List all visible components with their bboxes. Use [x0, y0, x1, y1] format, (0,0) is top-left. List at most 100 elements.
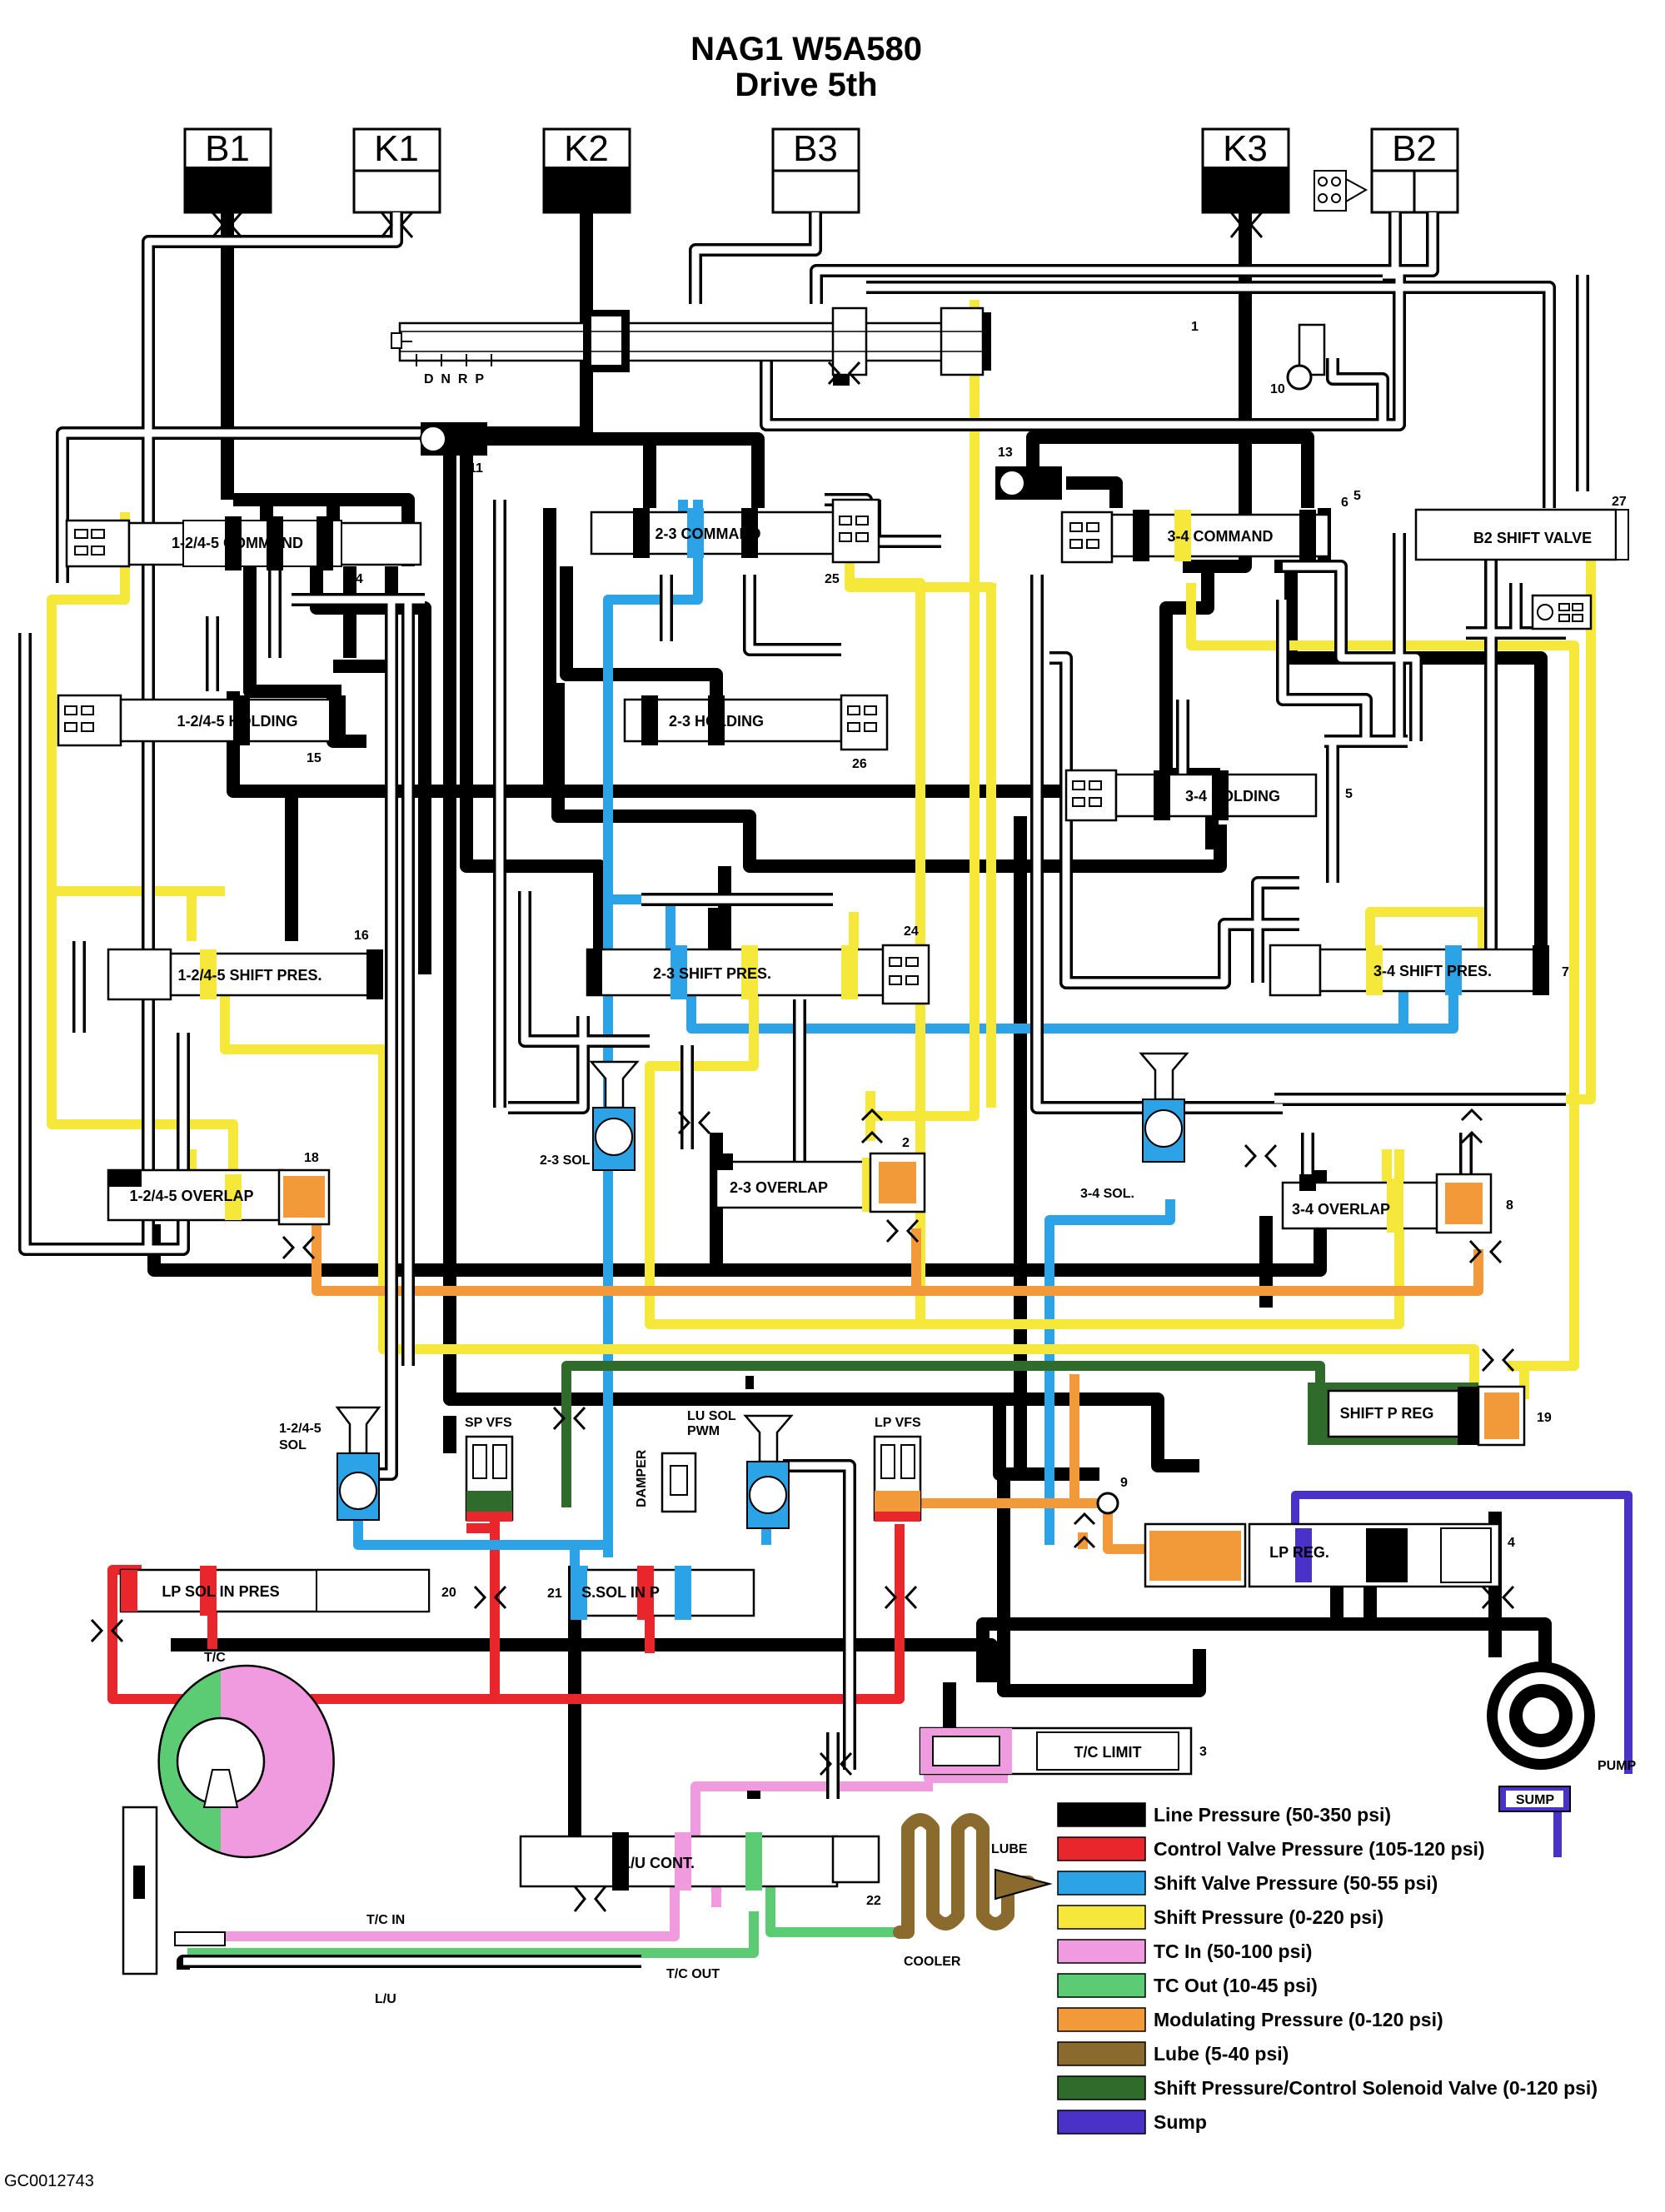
- solenoid-23: 2-3 SOL: [540, 1060, 640, 1171]
- clutch-k1-label: K1: [374, 128, 419, 169]
- spring-icon: [889, 957, 919, 985]
- spring-icon: [74, 529, 105, 555]
- legend-item: Shift Valve Pressure (50-55 psi): [1057, 1871, 1438, 1896]
- clutch-b1: B1: [183, 127, 272, 214]
- lube-passages: [893, 1813, 1035, 1939]
- legend: Line Pressure (50-350 psi) Control Valve …: [1057, 1802, 1598, 2135]
- legend-label: Lube (5-40 psi): [1154, 2043, 1289, 2065]
- valve-34-shift-pres: 3-4 SHIFT PRES. 7: [1269, 944, 1569, 997]
- clutch-b2: B2: [1370, 127, 1459, 214]
- valve-34-overlap: 3-4 OVERLAP 8: [1281, 1173, 1513, 1234]
- valve-b2-shift-label: B2 SHIFT VALVE: [1473, 530, 1592, 546]
- valve-shift-p-reg: SHIFT P REG 19: [1308, 1382, 1552, 1447]
- legend-item: TC Out (10-45 psi): [1057, 1973, 1318, 1998]
- valve-34-shift-pres-label: 3-4 SHIFT PRES.: [1373, 963, 1492, 979]
- legend-swatch: [1057, 1836, 1146, 1861]
- spring-icon: [847, 705, 877, 732]
- exhaust-passages: [18, 212, 1589, 1970]
- legend-item: TC In (50-100 psi): [1057, 1939, 1312, 1964]
- check-ball-10: 10: [1270, 323, 1326, 396]
- cooler-label: COOLER: [904, 1955, 961, 1969]
- legend-item: Shift Pressure/Control Solenoid Valve (0…: [1057, 2075, 1598, 2100]
- valve-34-command-label: 3-4 COMMAND: [1167, 528, 1273, 545]
- valve-1245-shift-pres: 1-2/4-5 SHIFT PRES. 16: [107, 929, 383, 1001]
- num-18: 18: [304, 1151, 319, 1165]
- damper-label: DAMPER: [635, 1449, 649, 1507]
- num-13: 13: [998, 446, 1013, 460]
- legend-swatch: [1057, 2041, 1146, 2066]
- valve-23-command-label: 2-3 COMMAND: [655, 526, 760, 542]
- spring-icon: [1069, 522, 1099, 549]
- clutch-k2-label: K2: [564, 128, 609, 169]
- orifice-marks: [90, 212, 1515, 1912]
- lp-vfs-solenoid: LP VFS: [873, 1416, 922, 1522]
- modulating-pressure-passages: [312, 1224, 1483, 1554]
- legend-swatch: [1057, 1871, 1146, 1896]
- solenoid-1245: 1-2/4-5 SOL: [279, 1406, 381, 1521]
- valve-lp-sol-in-pres: LP SOL IN PRES 20: [119, 1566, 456, 1616]
- lube-arrow-icon: [995, 1868, 1053, 1901]
- clutch-b3-label: B3: [793, 128, 838, 169]
- valve-tc-limit: T/C LIMIT 3: [919, 1726, 1207, 1776]
- title-line2: Drive 5th: [735, 67, 877, 103]
- valve-lu-cont: L/U CONT. 22: [519, 1832, 881, 1908]
- selector-positions: D N R P: [424, 372, 484, 386]
- num-7: 7: [1562, 965, 1569, 979]
- valve-1245-shift-pres-label: 1-2/4-5 SHIFT PRES.: [177, 967, 322, 984]
- spring-icon: [1072, 780, 1102, 807]
- num-5a: 5: [1353, 489, 1361, 503]
- torque-converter: T/C: [122, 1651, 335, 1975]
- num-10: 10: [1270, 382, 1285, 396]
- num-24: 24: [904, 924, 919, 939]
- legend-item: Line Pressure (50-350 psi): [1057, 1802, 1391, 1827]
- solenoid-34-label: 3-4 SOL.: [1080, 1187, 1134, 1201]
- valve-1245-command: 1-2/4-5 COMMAND 14: [65, 516, 422, 586]
- b2-accumulator-icon: [1314, 170, 1368, 212]
- valve-23-shift-pres-label: 2-3 SHIFT PRES.: [653, 965, 771, 982]
- legend-label: TC In (50-100 psi): [1154, 1940, 1312, 1962]
- valve-1245-overlap-label: 1-2/4-5 OVERLAP: [129, 1188, 253, 1204]
- legend-item: Control Valve Pressure (105-120 psi): [1057, 1836, 1485, 1861]
- clutch-b1-label: B1: [205, 128, 250, 169]
- legend-swatch: [1057, 2110, 1146, 2135]
- tc-out-label: T/C OUT: [666, 1967, 720, 1981]
- legend-label: Shift Valve Pressure (50-55 psi): [1154, 1872, 1438, 1894]
- valve-1245-command-label: 1-2/4-5 COMMAND: [172, 535, 303, 551]
- check-ball-11: 11: [420, 422, 487, 476]
- clutch-b3: B3: [771, 127, 860, 214]
- clutch-k3-label: K3: [1223, 128, 1268, 169]
- legend-label: TC Out (10-45 psi): [1154, 1975, 1318, 1996]
- legend-item: Modulating Pressure (0-120 psi): [1057, 2007, 1443, 2032]
- damper-icon: DAMPER: [635, 1449, 697, 1513]
- clutch-k2: K2: [542, 127, 631, 214]
- sp-vfs-solenoid: SP VFS: [465, 1416, 514, 1522]
- num-5b: 5: [1345, 787, 1353, 801]
- legend-label: Shift Pressure (0-220 psi): [1154, 1906, 1383, 1928]
- clutch-k3: K3: [1201, 127, 1290, 214]
- legend-swatch: [1057, 1905, 1146, 1930]
- legend-label: Sump: [1154, 2111, 1207, 2133]
- valve-s-sol-in-p-label: S.SOL IN P: [581, 1584, 660, 1601]
- num-20: 20: [441, 1586, 456, 1600]
- num-2: 2: [902, 1136, 910, 1150]
- sp-vfs-label: SP VFS: [465, 1416, 512, 1430]
- valve-23-shift-pres: 2-3 SHIFT PRES. 24: [586, 924, 930, 1005]
- num-14: 14: [348, 572, 363, 586]
- valve-b2-shift: B2 SHIFT VALVE 27: [1414, 495, 1629, 561]
- legend-label: Modulating Pressure (0-120 psi): [1154, 2009, 1443, 2030]
- valve-23-holding: 2-3 HOLDING 26: [623, 694, 889, 771]
- num-4: 4: [1508, 1536, 1515, 1550]
- num-25: 25: [825, 572, 840, 586]
- valve-1245-holding: 1-2/4-5 HOLDING 15: [57, 694, 346, 765]
- shift-pressure-passages: [47, 300, 1596, 1407]
- check-ball-9: 9: [1096, 1476, 1128, 1515]
- num-8: 8: [1506, 1198, 1513, 1213]
- num-19: 19: [1537, 1411, 1552, 1425]
- clutch-b2-label: B2: [1392, 128, 1437, 169]
- valve-1245-holding-label: 1-2/4-5 HOLDING: [177, 713, 297, 730]
- valve-lp-reg: LP REG. 4: [1144, 1522, 1515, 1588]
- valve-34-command: 3-4 COMMAND 6: [1060, 496, 1348, 564]
- clutch-k1: K1: [352, 127, 441, 214]
- lu-sol-label-b: PWM: [687, 1424, 720, 1438]
